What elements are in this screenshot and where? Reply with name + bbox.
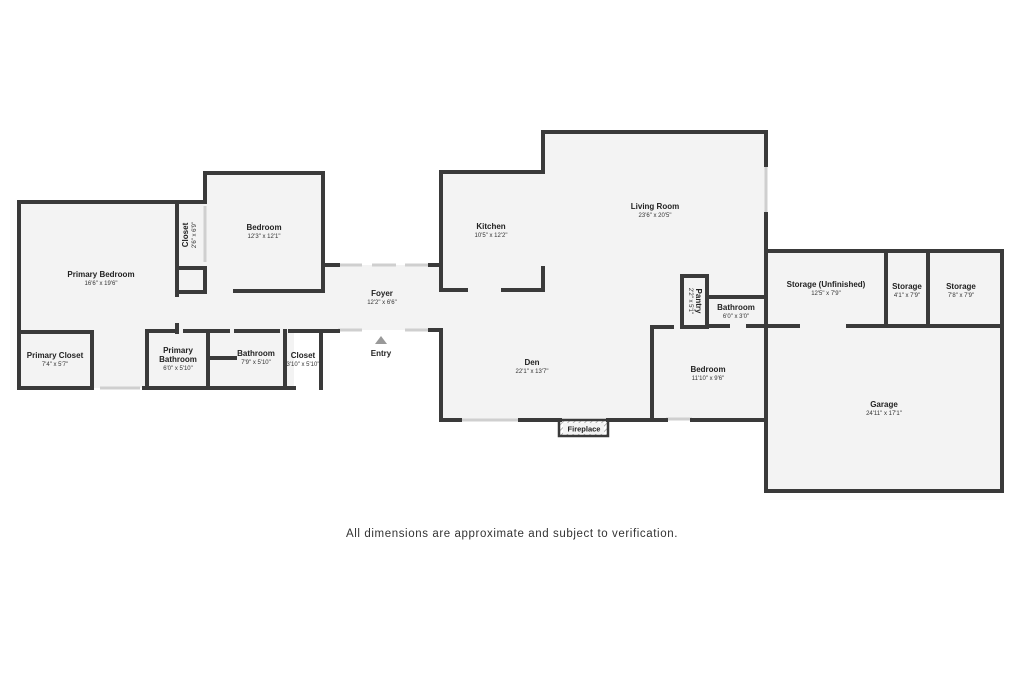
fireplace: Fireplace	[557, 418, 610, 438]
room-dims-storage-2: 7'8" x 7'9"	[948, 293, 974, 299]
room-dims-storage-1: 4'1" x 7'9"	[894, 293, 920, 299]
room-dims-bedroom-1: 12'3" x 12'1"	[248, 234, 281, 240]
room-labels: Primary Bedroom 16'6" x 19'6" Closet 2'6…	[27, 202, 977, 417]
room-name-storage-2: Storage	[946, 282, 976, 291]
room-name-den: Den	[524, 358, 539, 367]
room-name-closet-small: Closet	[181, 222, 190, 247]
room-name-garage: Garage	[870, 400, 898, 409]
room-name-bathroom-1: Bathroom	[237, 349, 275, 358]
room-dims-bathroom-1: 7'9" x 5'10"	[241, 360, 271, 366]
room-name-storage-unfinished: Storage (Unfinished)	[787, 280, 866, 289]
room-name-storage-1: Storage	[892, 282, 922, 291]
room-name-bedroom-2: Bedroom	[690, 365, 725, 374]
room-name-bathroom-2: Bathroom	[717, 303, 755, 312]
room-name-primary-bedroom: Primary Bedroom	[67, 270, 134, 279]
room-dims-living-room: 23'6" x 20'5"	[639, 213, 672, 219]
fireplace-label: Fireplace	[568, 425, 601, 434]
room-name-foyer: Foyer	[371, 289, 393, 298]
room-dims-primary-closet: 7'4" x 5'7"	[42, 362, 68, 368]
room-dims-storage-unfinished: 12'5" x 7'9"	[811, 291, 841, 297]
room-dims-primary-bathroom: 6'0" x 5'10"	[163, 366, 193, 372]
room-dims-closet-hall: 3'10" x 5'10"	[287, 362, 320, 368]
room-dims-primary-bedroom: 16'6" x 19'6"	[85, 281, 118, 287]
entry-arrow-icon	[375, 336, 387, 344]
room-dims-den: 22'1" x 13'7"	[516, 369, 549, 375]
floor-fill	[19, 132, 1002, 491]
room-name-primary-bathroom-line1: Primary	[163, 346, 193, 355]
room-dims-bedroom-2: 11'10" x 9'6"	[692, 376, 724, 382]
room-name-living-room: Living Room	[631, 202, 679, 211]
room-dims-bathroom-2: 6'0" x 3'0"	[723, 314, 749, 320]
room-dims-kitchen: 10'5" x 12'2"	[475, 233, 508, 239]
room-name-primary-closet: Primary Closet	[27, 351, 84, 360]
room-name-kitchen: Kitchen	[476, 222, 505, 231]
room-dims-foyer: 12'2" x 6'6"	[367, 300, 397, 306]
room-name-primary-bathroom-line2: Bathroom	[159, 355, 197, 364]
room-dims-closet-small: 2'6" x 6'9"	[192, 222, 198, 248]
room-dims-garage: 24'11" x 17'1"	[866, 411, 902, 417]
room-name-closet-hall: Closet	[291, 351, 316, 360]
disclaimer-text: All dimensions are approximate and subje…	[346, 528, 678, 540]
room-name-bedroom-1: Bedroom	[246, 223, 281, 232]
entry-label: Entry	[371, 349, 392, 358]
room-name-pantry: Pantry	[694, 289, 703, 314]
walls	[17, 130, 1004, 493]
room-dims-pantry: 2'2" x 5'1"	[687, 288, 693, 314]
